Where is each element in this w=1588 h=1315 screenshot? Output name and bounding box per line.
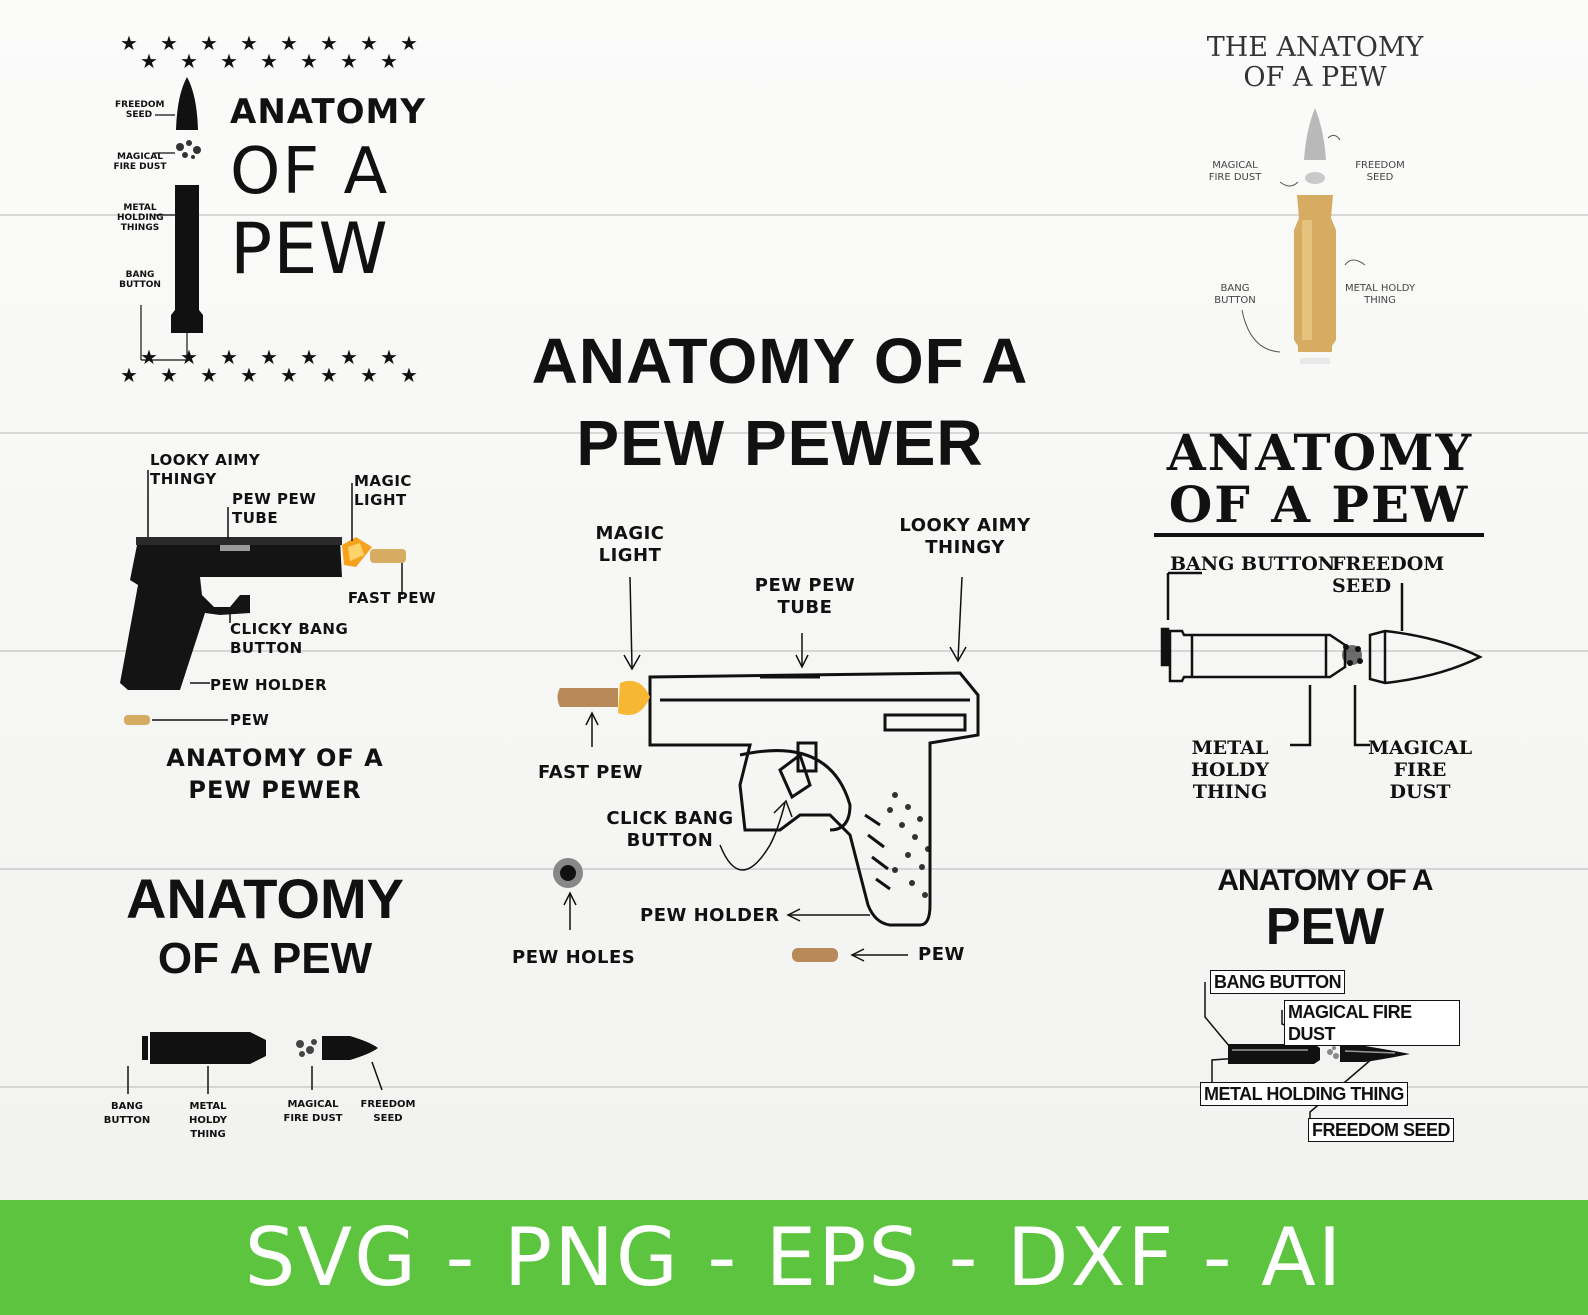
- title-line2: OF A PEW: [1243, 62, 1387, 93]
- svg-text:★: ★: [260, 49, 278, 73]
- svg-text:★: ★: [120, 31, 138, 55]
- label-bang-button: BANG BUTTON: [1210, 970, 1346, 994]
- label-looky-aimy-thingy: LOOKY AIMY THINGY: [150, 451, 261, 488]
- design-serif-pew: ANATOMY OF A PEW BANG BUTTON FREEDOM SEE…: [1140, 423, 1500, 803]
- svg-text:★: ★: [400, 363, 418, 387]
- pistol-silhouette-icon: [120, 470, 406, 725]
- design-bottom-left: ANATOMY OF A PEW BANG BUTTON METAL HOLDY…: [100, 868, 430, 1148]
- svg-text:★: ★: [280, 363, 298, 387]
- svg-text:★: ★: [360, 363, 378, 387]
- label-freedom-seed: FREEDOM SEED: [360, 1099, 416, 1124]
- title-line1: ANATOMY: [126, 867, 404, 930]
- format-banner: SVG - PNG - EPS - DXF - AI: [0, 1200, 1588, 1315]
- label-freedom-seed: FREEDOM SEED: [1332, 553, 1445, 597]
- label-bang-button: BANG BUTTON: [103, 1101, 151, 1126]
- svg-text:★: ★: [300, 49, 318, 73]
- svg-text:★: ★: [160, 31, 178, 55]
- label-metal-holding-things: METAL HOLDING THINGS: [117, 203, 164, 233]
- svg-text:★: ★: [120, 363, 138, 387]
- label-freedom-seed: FREEDOM SEED: [1355, 160, 1405, 183]
- title-line2: PEW PEWER: [576, 407, 984, 479]
- svg-text:★: ★: [400, 31, 418, 55]
- title-line1: ANATOMY OF A: [166, 744, 384, 772]
- svg-text:★: ★: [140, 49, 158, 73]
- svg-text:★: ★: [240, 31, 258, 55]
- svg-text:★: ★: [260, 345, 278, 369]
- design-center: ANATOMY OF A PEW PEWER: [500, 325, 1060, 985]
- label-magical-fire-dust: MAGICAL FIRE DUST: [283, 1099, 343, 1124]
- design-stars-bullet: ★★★★ ★★★★ ★★★★ ★★★ FREEDOM SEED MAGICAL …: [105, 30, 435, 390]
- svg-text:★: ★: [300, 345, 318, 369]
- svg-text:★: ★: [160, 363, 178, 387]
- svg-text:★: ★: [200, 363, 218, 387]
- title-line1: ANATOMY OF A: [1217, 864, 1433, 897]
- svg-text:★: ★: [240, 363, 258, 387]
- label-magical-fire-dust: MAGICAL FIRE DUST: [113, 152, 167, 172]
- design-bottom-right: ANATOMY OF A PEW BANG BUTTON MAGICAL FIR…: [1190, 862, 1460, 1152]
- label-metal-holdy-thing: METAL HOLDY THING: [188, 1101, 228, 1140]
- svg-text:★: ★: [380, 49, 398, 73]
- title-line2: PEW PEWER: [188, 776, 362, 804]
- label-magical-fire-dust: MAGICAL FIRE DUST: [1208, 160, 1262, 183]
- label-pew-holder: PEW HOLDER: [210, 676, 328, 694]
- design-the-anatomy: THE ANATOMY OF A PEW MAGICAL FIRE DUST F…: [1180, 30, 1450, 370]
- label-magical-fire-dust: MAGICAL FIRE DUST: [1367, 737, 1473, 803]
- label-clicky-bang-button: CLICKY BANG BUTTON: [230, 620, 349, 657]
- label-pew: PEW: [230, 711, 270, 729]
- black-bullet-icon: [140, 77, 203, 361]
- svg-text:★: ★: [320, 363, 338, 387]
- svg-text:★: ★: [280, 31, 298, 55]
- svg-text:★: ★: [340, 345, 358, 369]
- label-magical-fire-dust: MAGICAL FIRE DUST: [1284, 1000, 1460, 1046]
- svg-text:★: ★: [200, 31, 218, 55]
- label-click-bang-button: CLICK BANG BUTTON: [606, 808, 734, 851]
- title-line2: PEW: [1265, 898, 1385, 956]
- label-magic-light: MAGIC LIGHT: [354, 472, 412, 509]
- svg-text:★: ★: [220, 49, 238, 73]
- svg-text:★: ★: [320, 31, 338, 55]
- stars-bottom-icon: ★★★★ ★★★ ★★★★ ★★★★: [120, 345, 418, 387]
- label-freedom-seed: FREEDOM SEED: [115, 100, 165, 120]
- svg-text:★: ★: [220, 345, 238, 369]
- label-bang-button: BANG BUTTON: [119, 270, 161, 290]
- label-pew-pew-tube: PEW PEW TUBE: [232, 490, 317, 527]
- svg-text:★: ★: [380, 345, 398, 369]
- title-line1: ANATOMY: [1166, 423, 1474, 482]
- title-line3: PEW: [230, 208, 389, 290]
- svg-text:★: ★: [180, 345, 198, 369]
- label-pew: PEW: [918, 944, 965, 965]
- label-freedom-seed: FREEDOM SEED: [1308, 1118, 1455, 1142]
- stars-top-icon: ★★★★ ★★★★ ★★★★ ★★★: [120, 31, 418, 73]
- formats-text: SVG - PNG - EPS - DXF - AI: [244, 1210, 1344, 1304]
- outline-bullet-icon: [1160, 571, 1483, 747]
- label-metal-holdy-thing: METAL HOLDY THING: [1191, 737, 1269, 803]
- svg-text:★: ★: [360, 31, 378, 55]
- title-line1: ANATOMY OF A: [531, 325, 1029, 397]
- title-line2: OF A PEW: [1154, 477, 1484, 537]
- label-metal-holding-thing: METAL HOLDING THING: [1200, 1082, 1408, 1106]
- black-bullet-horizontal-icon: [127, 1032, 383, 1094]
- title-line2: OF A: [230, 135, 390, 209]
- label-pew-pew-tube: PEW PEW TUBE: [754, 575, 856, 618]
- label-bang-button: BANG BUTTON: [1214, 283, 1256, 306]
- title-line1: THE ANATOMY: [1206, 32, 1424, 63]
- label-looky-aimy-thingy: LOOKY AIMY THINGY: [899, 515, 1031, 558]
- brass-bullet-icon: [1241, 108, 1366, 364]
- title-line2: OF A PEW: [157, 934, 373, 983]
- svg-text:★: ★: [340, 49, 358, 73]
- label-bang-button: BANG BUTTON: [1170, 553, 1336, 575]
- design-glock: LOOKY AIMY THINGY PEW PEW TUBE MAGIC LIG…: [110, 445, 440, 815]
- label-magic-light: MAGIC LIGHT: [595, 523, 665, 566]
- svg-text:★: ★: [180, 49, 198, 73]
- svg-text:★: ★: [140, 345, 158, 369]
- pistol-outline-icon: [553, 576, 980, 962]
- label-fast-pew: FAST PEW: [538, 762, 644, 783]
- title-line1: ANATOMY: [230, 92, 426, 132]
- label-pew-holes: PEW HOLES: [512, 947, 636, 968]
- label-fast-pew: FAST PEW: [347, 589, 436, 607]
- label-metal-holdy-thing: METAL HOLDY THING: [1344, 283, 1416, 306]
- label-pew-holder: PEW HOLDER: [640, 905, 780, 926]
